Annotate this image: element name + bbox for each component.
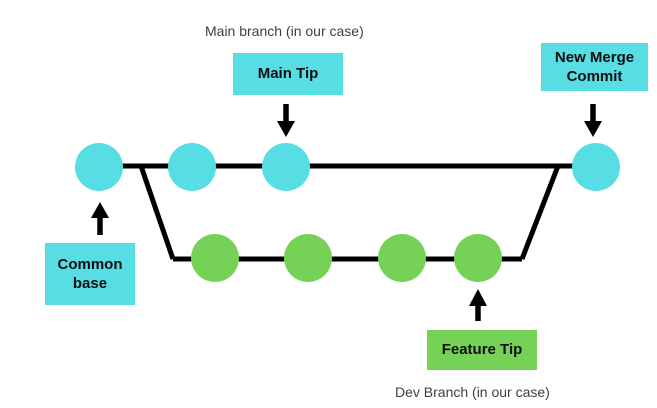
main-tip-label: Main Tip — [233, 53, 343, 95]
feature-tip-arrow-icon — [469, 289, 487, 321]
commit-node-merge-commit — [572, 143, 620, 191]
main-branch-caption: Main branch (in our case) — [205, 23, 364, 39]
common-base-arrow-head — [91, 202, 109, 218]
merge-commit-arrow-head — [584, 121, 602, 137]
new-merge-commit-label: New Merge Commit — [541, 43, 648, 91]
common-base-arrow-icon — [91, 202, 109, 235]
commit-node-main-2 — [168, 143, 216, 191]
commit-node-dev-1 — [191, 234, 239, 282]
main-tip-arrow-head — [277, 121, 295, 137]
branch-merge-line — [519, 165, 561, 260]
commit-node-feature-tip — [454, 234, 502, 282]
main-tip-arrow-icon — [277, 104, 295, 137]
commit-node-common-base — [75, 143, 123, 191]
commit-node-dev-2 — [284, 234, 332, 282]
common-base-label: Common base — [45, 243, 135, 305]
dev-branch-caption: Dev Branch (in our case) — [395, 384, 550, 400]
branch-split-line — [138, 165, 176, 260]
feature-tip-arrow-head — [469, 289, 487, 306]
feature-tip-label: Feature Tip — [427, 330, 537, 370]
merge-commit-arrow-icon — [584, 104, 602, 137]
commit-node-dev-3 — [378, 234, 426, 282]
commit-node-main-tip — [262, 143, 310, 191]
